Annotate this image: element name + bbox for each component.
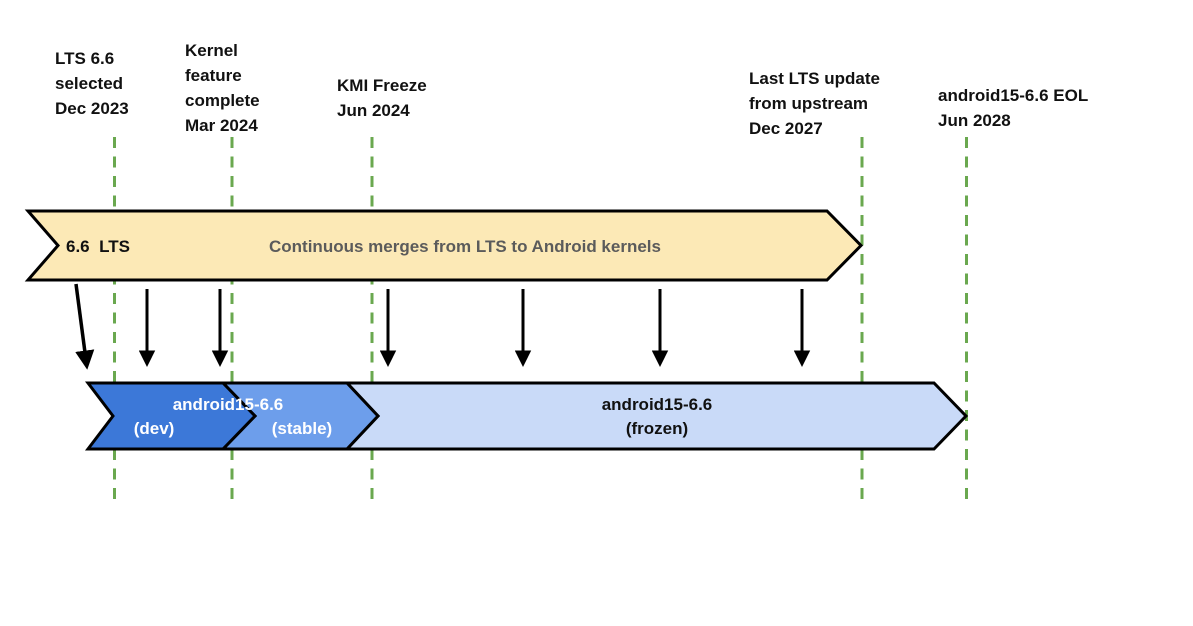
lts-banner-version-label: 6.6 LTS <box>66 237 130 256</box>
milestone-label-lts-selected: LTS 6.6 selected Dec 2023 <box>55 49 129 118</box>
milestone-label-kmi-freeze: KMI Freeze Jun 2024 <box>337 76 427 120</box>
lts-banner-description: Continuous merges from LTS to Android ke… <box>269 237 661 256</box>
branch-frozen-label: android15-6.6 (frozen) <box>601 395 713 438</box>
branch-dev-shape <box>84 381 258 451</box>
milestone-label-eol: android15-6.6 EOL Jun 2028 <box>938 86 1089 130</box>
lts-banner-shape <box>24 209 864 282</box>
merge-arrow-slanted <box>74 283 95 370</box>
branch-stable-label: (stable) <box>271 419 333 438</box>
branch-name-label: android15-6.6 <box>172 395 284 414</box>
branch-dev-label: (dev) <box>133 419 175 438</box>
milestone-label-last-lts-update: Last LTS update from upstream Dec 2027 <box>749 69 880 138</box>
milestone-label-feature-complete: Kernel feature complete Mar 2024 <box>185 41 260 135</box>
